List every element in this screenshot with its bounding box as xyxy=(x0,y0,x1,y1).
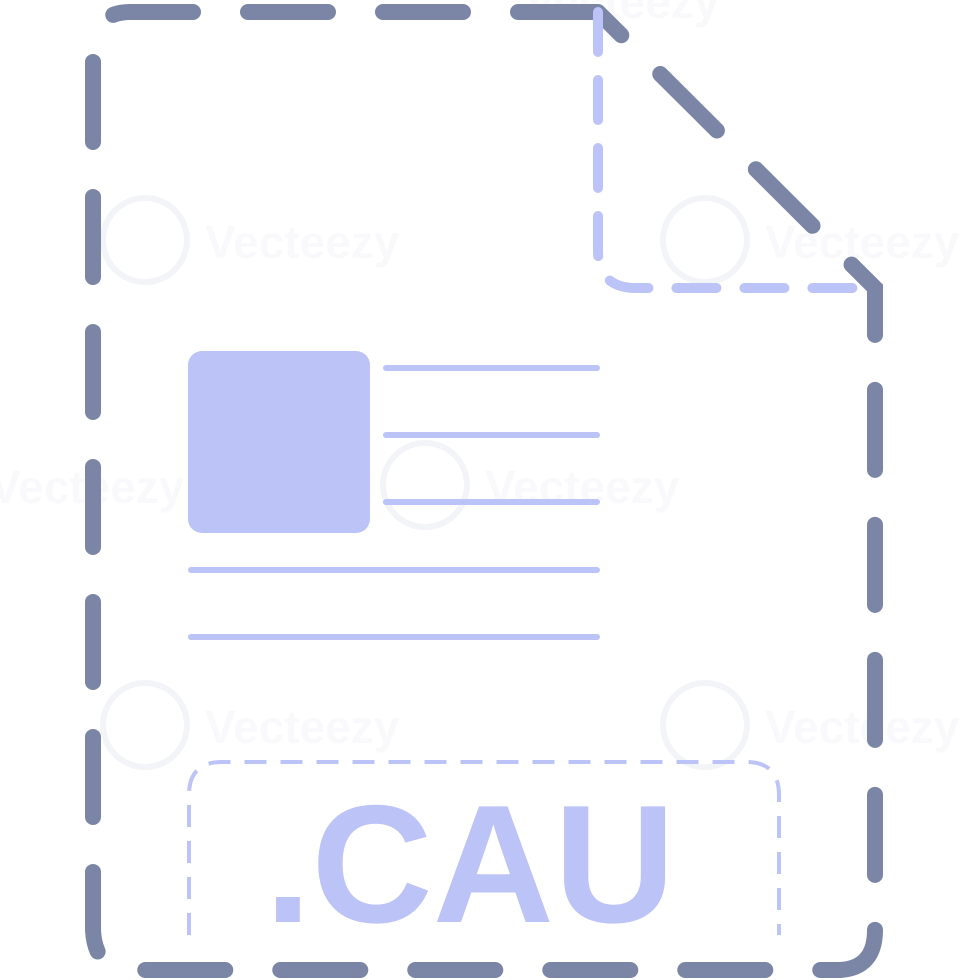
folded-corner xyxy=(593,7,880,293)
svg-text:Vecteezy: Vecteezy xyxy=(485,461,680,513)
svg-text:Vecteezy: Vecteezy xyxy=(205,216,400,268)
image-placeholder-icon xyxy=(188,351,370,533)
svg-text:Vecteezy: Vecteezy xyxy=(765,701,960,753)
watermark-logo: Vecteezy Vecteezy Vecteezy Vecteezy Vect… xyxy=(100,195,960,770)
file-outline xyxy=(85,4,883,978)
svg-text:Vecteezy: Vecteezy xyxy=(765,216,960,268)
watermark-layer: Vecteezy Vecteezy Vecteezy Vecteezy Vect… xyxy=(100,195,960,770)
file-extension-label: .CAU xyxy=(265,770,676,958)
extension-label-box xyxy=(187,760,781,935)
svg-text:Vecteezy: Vecteezy xyxy=(205,701,400,753)
text-lines-icon xyxy=(188,365,600,640)
